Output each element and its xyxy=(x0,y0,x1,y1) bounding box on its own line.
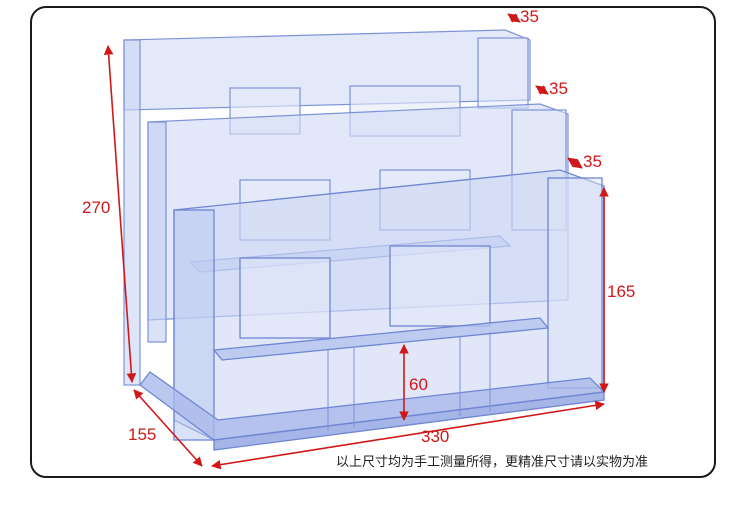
dimension-base-depth: 155 xyxy=(128,425,157,444)
dimension-compartment-height: 60 xyxy=(409,375,428,394)
measurement-caption: 以上尺寸均为手工测量所得，更精准尺寸请以实物为准 xyxy=(336,454,649,469)
dimension-front-height: 165 xyxy=(607,282,636,301)
dimension-bottom-depth: 35 xyxy=(583,152,602,171)
dimension-middle-depth: 35 xyxy=(549,79,568,98)
front-tier xyxy=(173,169,605,441)
dimension-top-depth: 35 xyxy=(520,7,539,26)
dimension-total-height: 270 xyxy=(82,198,111,217)
dimension-base-width: 330 xyxy=(421,427,450,446)
dimension-lines xyxy=(103,13,609,470)
